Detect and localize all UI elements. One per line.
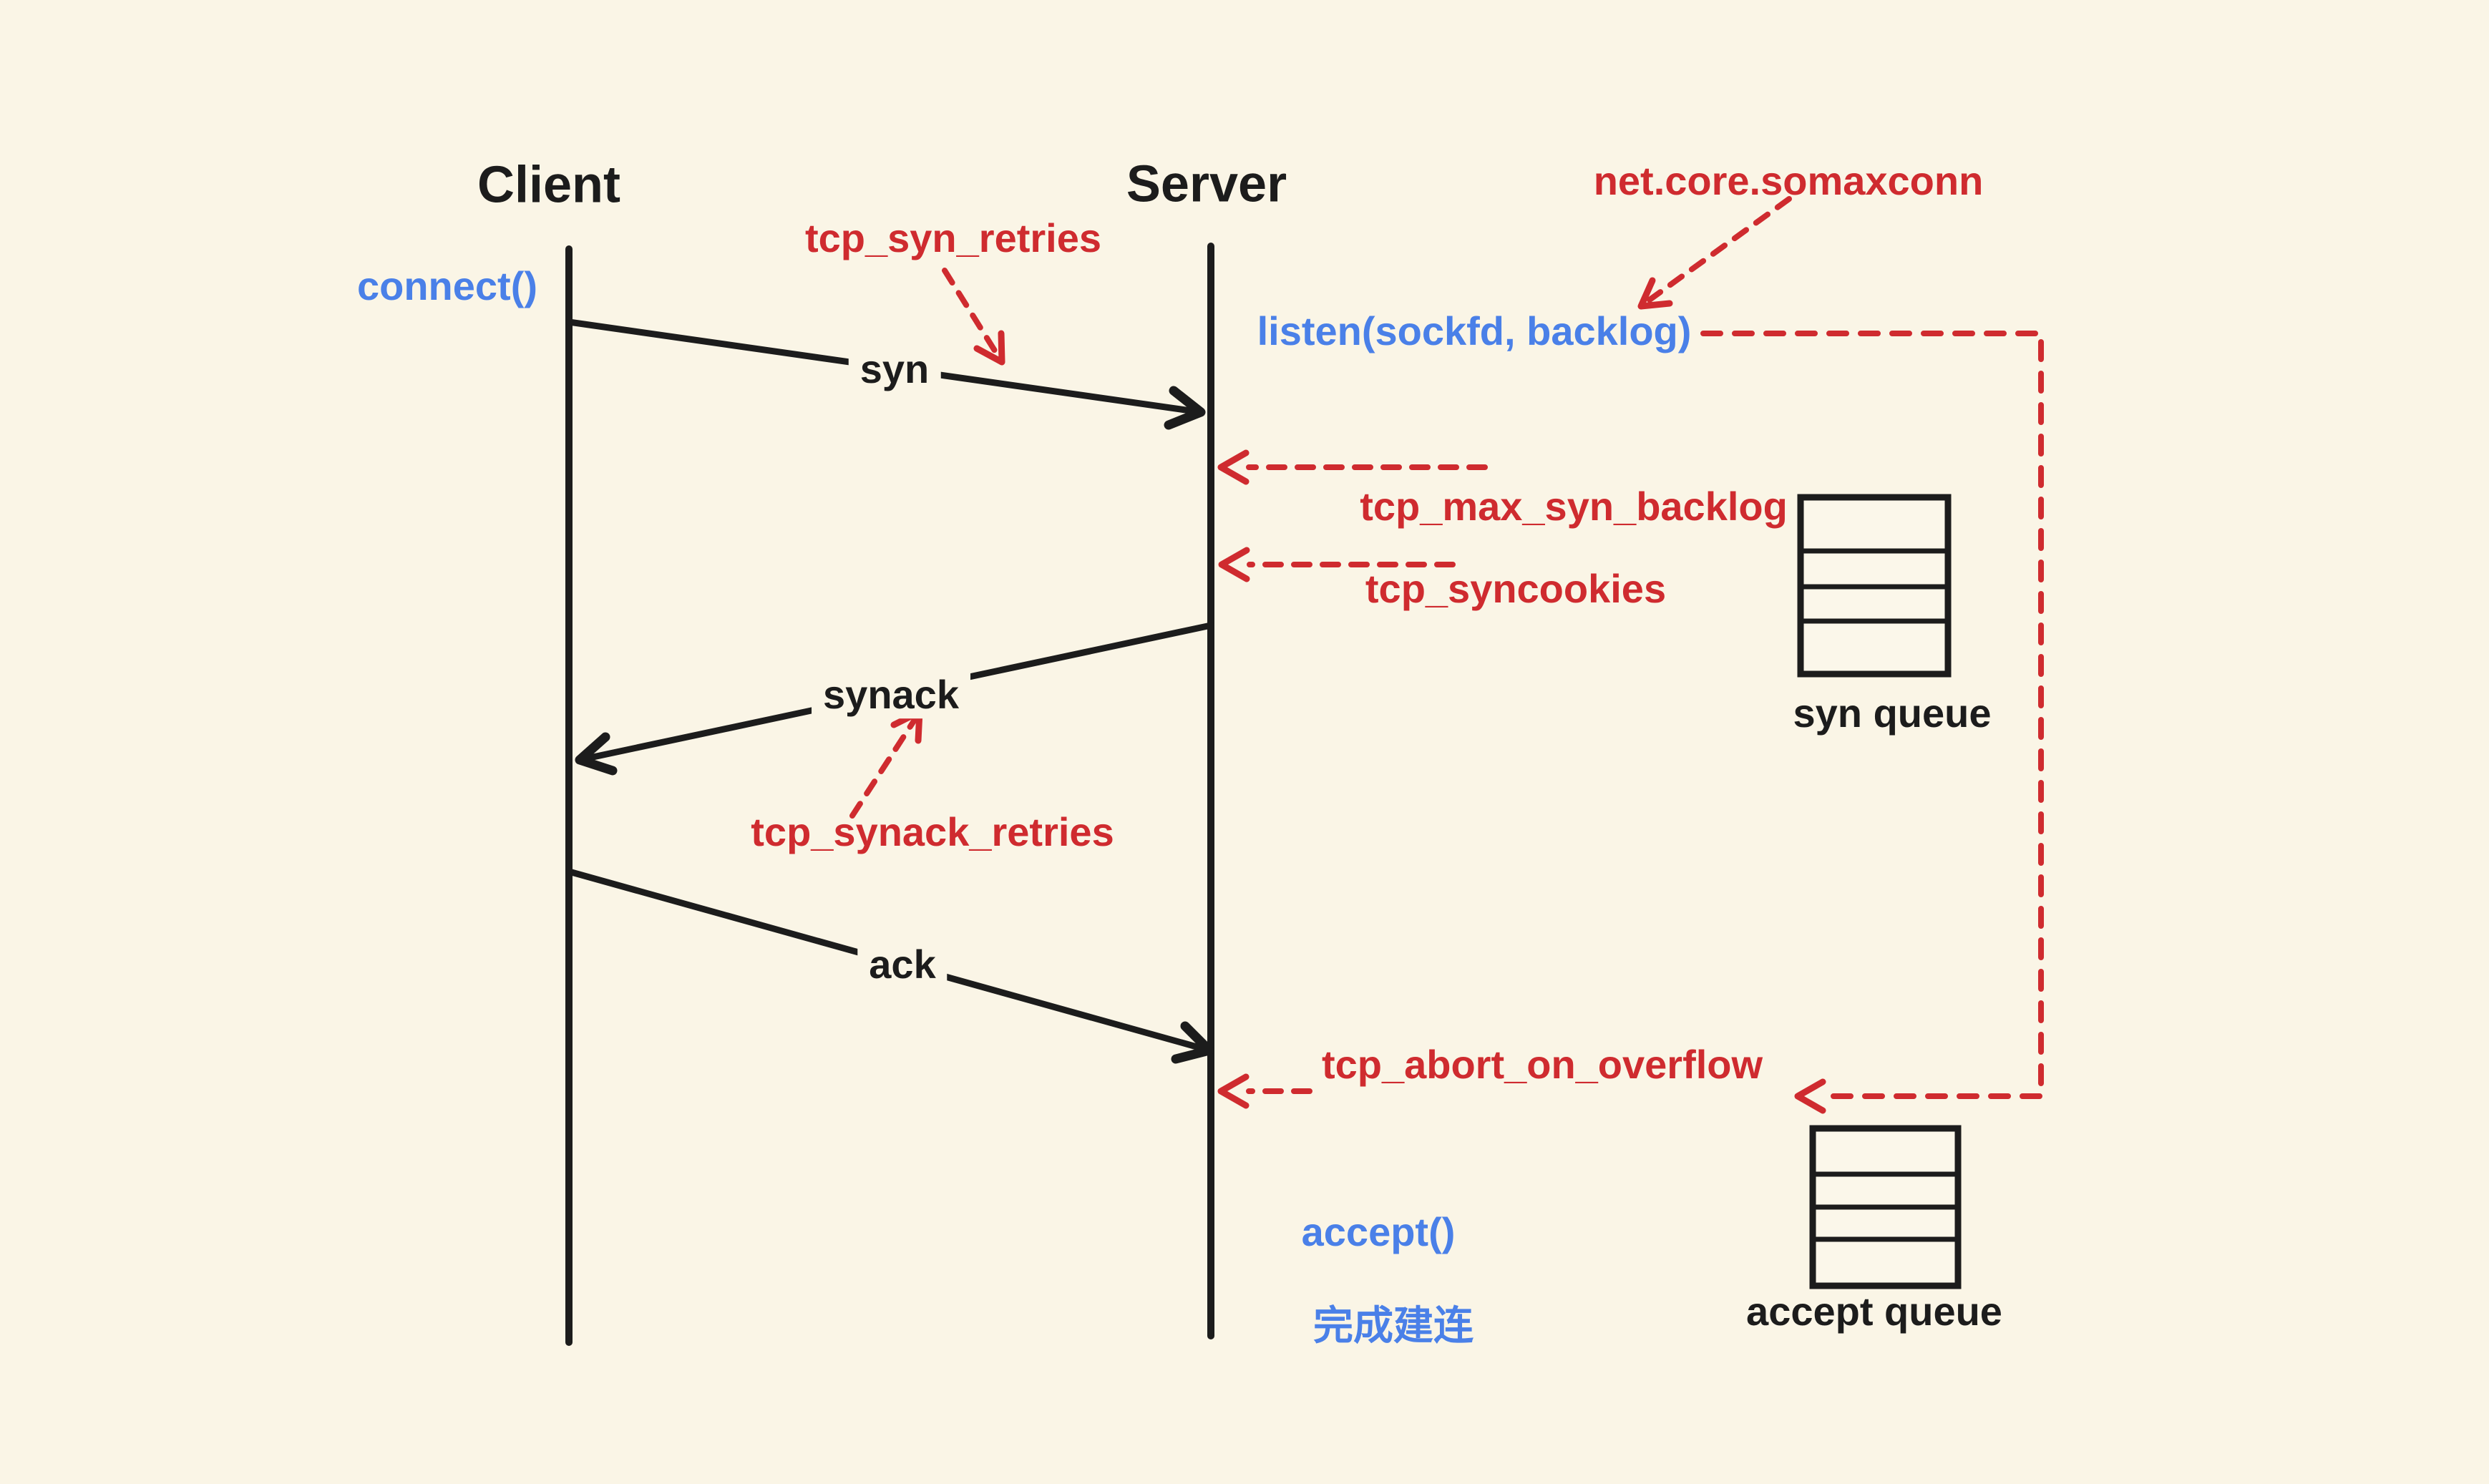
backlog-to-accept-queue-dashed-path — [1700, 331, 2044, 1099]
ack-message-label: ack — [857, 941, 948, 988]
connect-call-label: connect() — [357, 263, 537, 309]
param-syn-retries-label: tcp_syn_retries — [804, 215, 1102, 261]
ack-arrowhead-icon — [1171, 1021, 1214, 1064]
accept-queue-box — [1809, 1125, 1962, 1289]
listen-call-label: listen(sockfd, backlog) — [1257, 308, 1692, 354]
backlog-path-arrowhead-icon — [1794, 1078, 1826, 1114]
param-syncookies-label: tcp_syncookies — [1365, 566, 1667, 612]
syn-queue-box — [1797, 494, 1952, 678]
synack-arrowhead-icon — [575, 732, 618, 776]
synack-message-label: synack — [812, 671, 970, 718]
synack-retries-dashed-line — [849, 717, 917, 819]
syn-retries-dashed-line — [942, 268, 998, 353]
abort-on-overflow-arrowhead-icon — [1217, 1073, 1250, 1109]
accept-call-label: accept() — [1301, 1209, 1456, 1255]
syn-queue-label: syn queue — [1793, 690, 1992, 736]
server-lifeline-title: Server — [1126, 155, 1287, 213]
somaxconn-arrowhead-icon — [1637, 277, 1673, 310]
connection-established-label: 完成建连 — [1313, 1303, 1474, 1349]
accept-queue-label: accept queue — [1746, 1289, 2002, 1334]
param-synack-retries-label: tcp_synack_retries — [751, 809, 1114, 855]
param-abort-on-overflow-label: tcp_abort_on_overflow — [1321, 1042, 1763, 1088]
param-somaxconn-label: net.core.somaxconn — [1593, 158, 1984, 204]
syn-retries-arrowhead-icon — [973, 330, 1005, 366]
syn-message-label: syn — [848, 346, 941, 393]
syncookies-arrowhead-icon — [1218, 547, 1250, 582]
param-max-syn-backlog-label: tcp_max_syn_backlog — [1360, 484, 1788, 529]
client-lifeline-title: Client — [477, 156, 621, 214]
max-syn-backlog-arrowhead-icon — [1217, 449, 1250, 485]
somaxconn-dashed-line — [1647, 196, 1792, 303]
syn-arrowhead-icon — [1164, 386, 1206, 430]
